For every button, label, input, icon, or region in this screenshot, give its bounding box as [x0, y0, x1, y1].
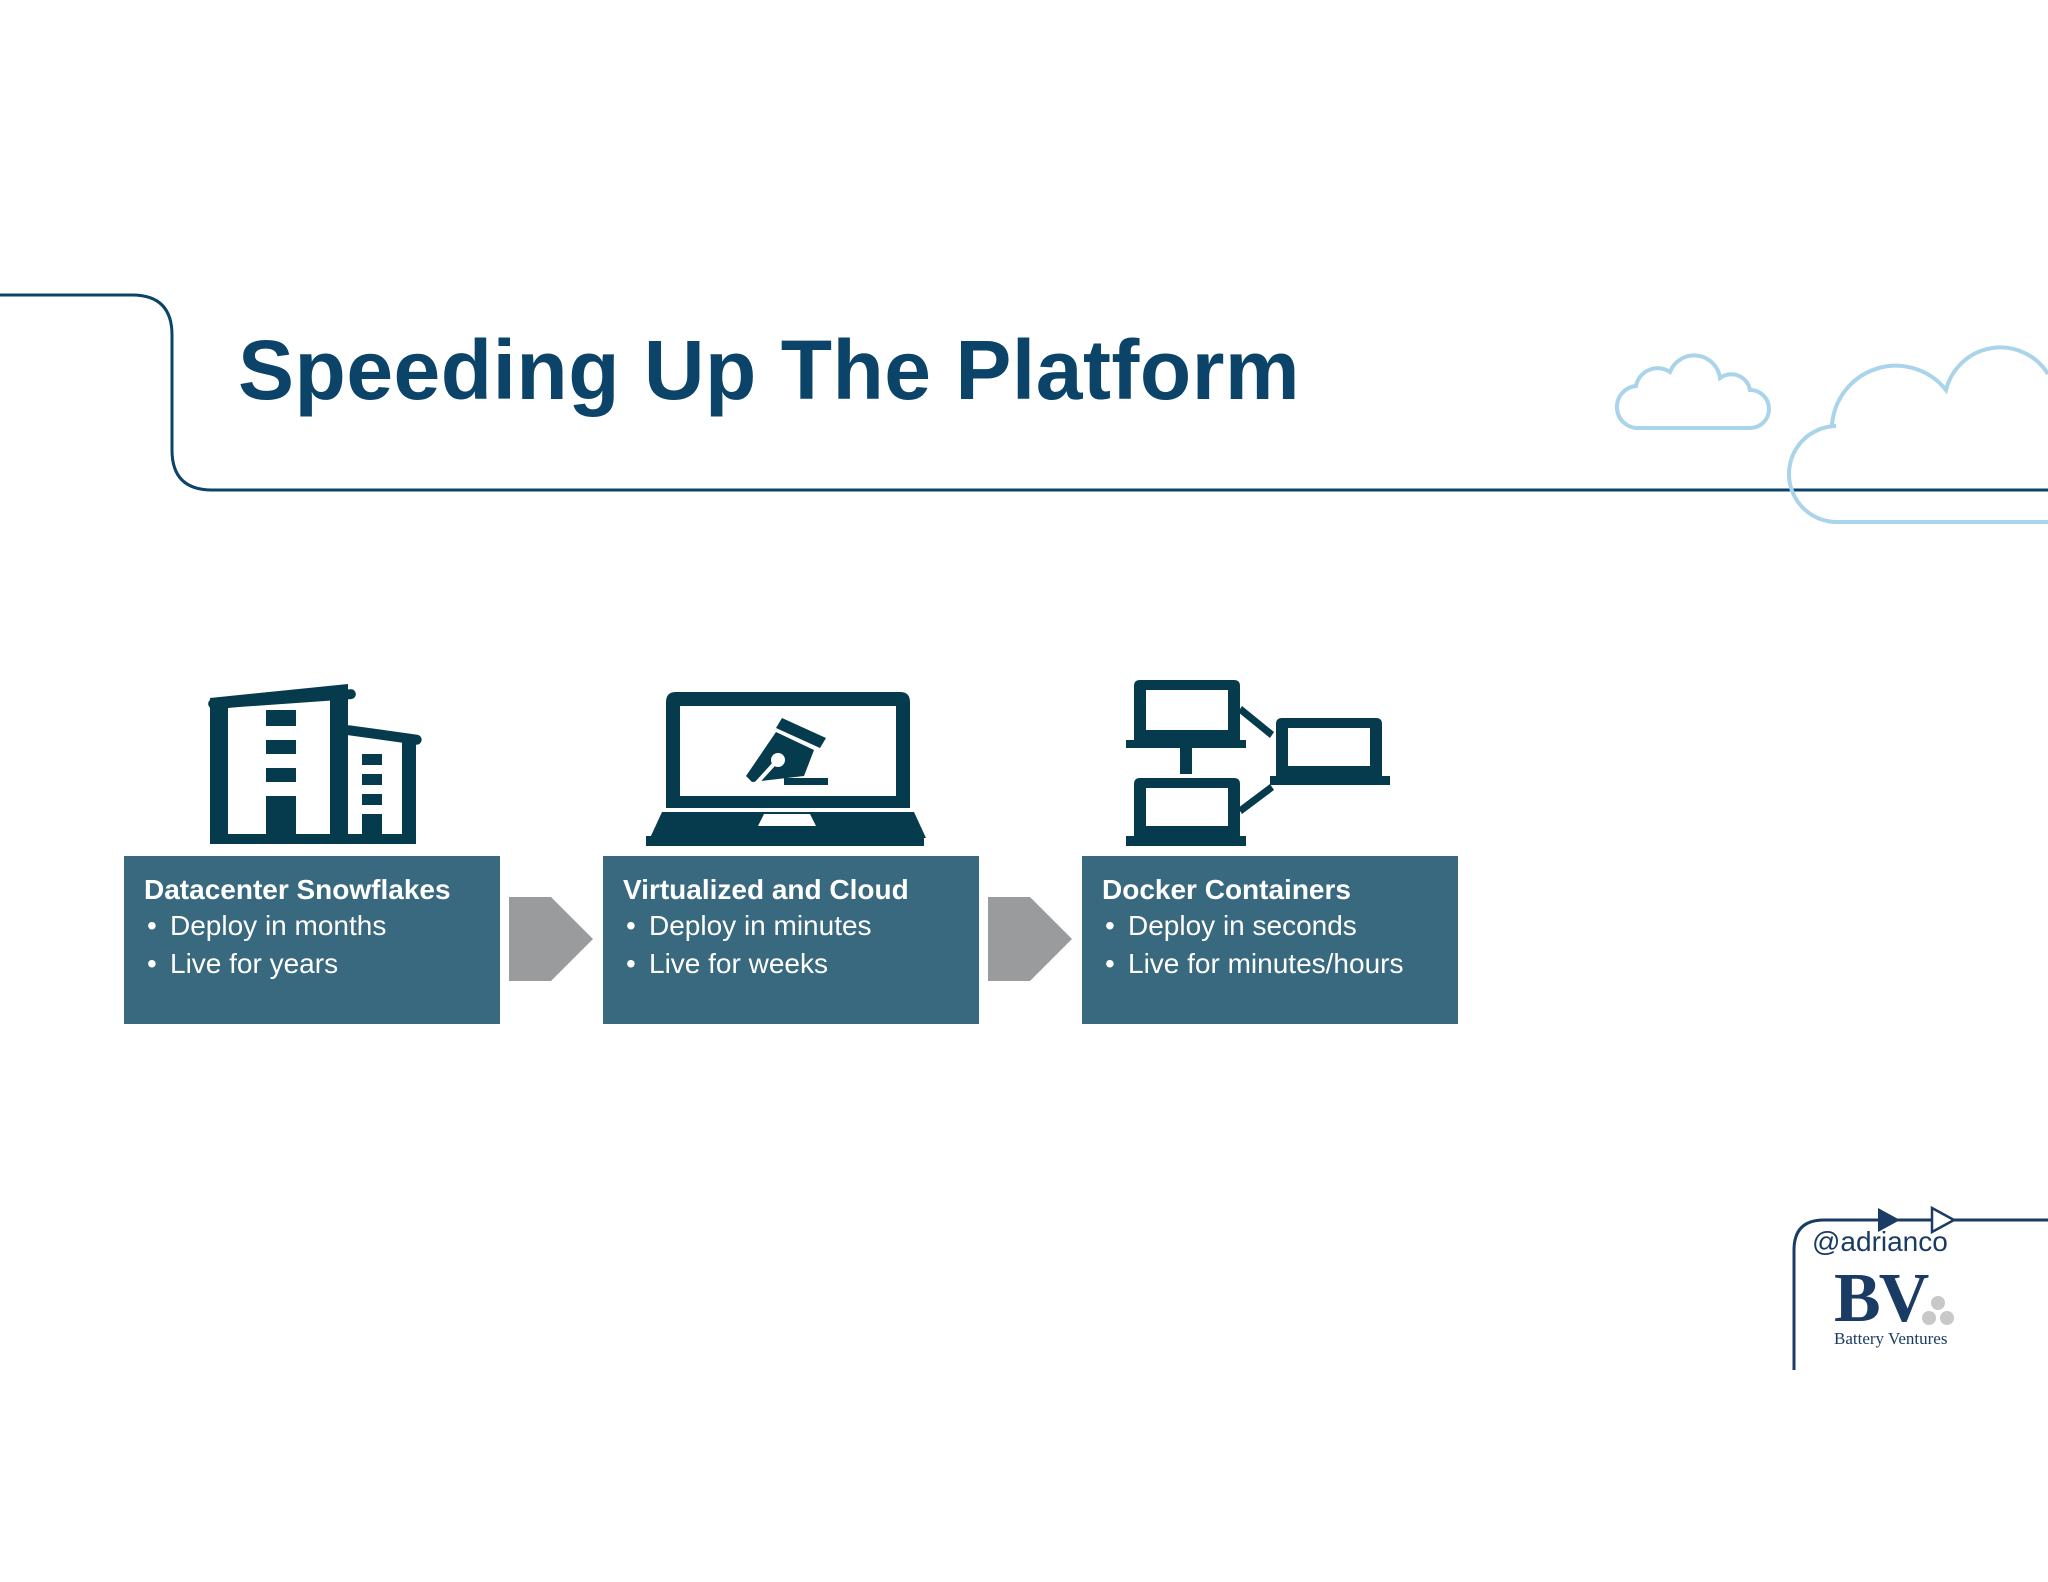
laptop-pen-icon: [646, 692, 926, 846]
stage-bullet: •Deploy in minutes: [626, 910, 872, 941]
stage-bullet: •Live for years: [147, 948, 339, 979]
office-building-icon: [208, 684, 422, 844]
stage-docker-box: Docker Containers •Deploy in seconds •Li…: [1082, 856, 1458, 1024]
stage-bullet-list: •Deploy in minutes •Live for weeks: [623, 907, 979, 983]
logo-dots-icon: [1922, 1296, 1954, 1325]
stage-bullet-list: •Deploy in months •Live for years: [144, 907, 500, 983]
stage-title: Docker Containers: [1102, 874, 1351, 905]
chevron-right-icon: [988, 897, 1072, 981]
stage-bullet: •Deploy in months: [147, 910, 387, 941]
twitter-handle: @adrianco: [1812, 1226, 1948, 1257]
stage-bullet: •Deploy in seconds: [1105, 910, 1357, 941]
stage-title: Datacenter Snowflakes: [144, 874, 451, 905]
stage-bullet: •Live for minutes/hours: [1105, 948, 1404, 979]
logo-mark: BV: [1834, 1260, 1929, 1337]
networked-laptops-icon: [1126, 680, 1390, 846]
slide-title: Speeding Up The Platform: [238, 323, 1301, 417]
chevron-right-icon: [509, 897, 593, 981]
stage-datacenter-box: Datacenter Snowflakes •Deploy in months …: [124, 856, 500, 1024]
stage-bullet: •Live for weeks: [626, 948, 828, 979]
stage-bullet-list: •Deploy in seconds •Live for minutes/hou…: [1102, 907, 1458, 983]
logo-name: Battery Ventures: [1834, 1329, 1948, 1348]
stage-title: Virtualized and Cloud: [623, 874, 909, 905]
stage-cloud-box: Virtualized and Cloud •Deploy in minutes…: [603, 856, 979, 1024]
